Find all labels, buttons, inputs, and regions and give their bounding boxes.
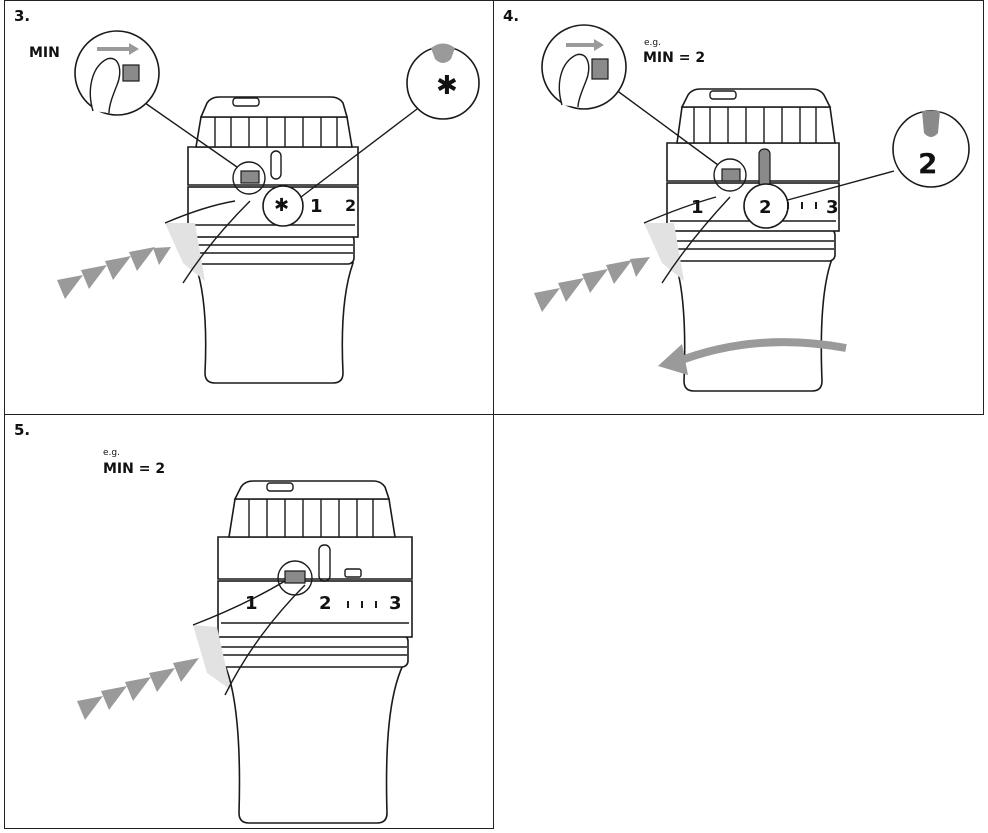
scale-mark-star: ✱ xyxy=(274,195,290,216)
scale-mark-2: 2 xyxy=(345,196,357,215)
panel-step-5: 5. e.g. MIN = 2 xyxy=(4,414,494,829)
scale-mark-1: 1 xyxy=(691,197,704,218)
scale-mark-3: 3 xyxy=(389,593,402,614)
scale-mark-1: 1 xyxy=(245,593,258,614)
scale-mark-2: 2 xyxy=(759,197,772,218)
eg-label: e.g. xyxy=(103,448,120,458)
min-label: MIN xyxy=(29,45,60,61)
thermostat-head-illustration xyxy=(534,24,970,392)
step-number: 3. xyxy=(14,7,31,25)
scale-mark-1: 1 xyxy=(310,196,323,217)
step-number: 4. xyxy=(503,7,520,25)
scale-mark-3: 3 xyxy=(826,197,839,218)
min-equals-label: MIN = 2 xyxy=(103,461,166,477)
star-detail: ✱ xyxy=(436,71,458,101)
eg-label: e.g. xyxy=(644,38,661,48)
panel-step-3: 3. MIN xyxy=(4,0,494,415)
thermostat-head-illustration xyxy=(57,30,480,384)
scale-mark-2: 2 xyxy=(319,593,332,614)
empty-cell xyxy=(493,414,984,829)
min-equals-label: MIN = 2 xyxy=(643,50,706,66)
detail-digit: 2 xyxy=(918,147,938,180)
thermostat-head-illustration xyxy=(77,480,413,824)
panel-step-4: 4. e.g. MIN = 2 xyxy=(493,0,984,415)
step-number: 5. xyxy=(14,421,31,439)
